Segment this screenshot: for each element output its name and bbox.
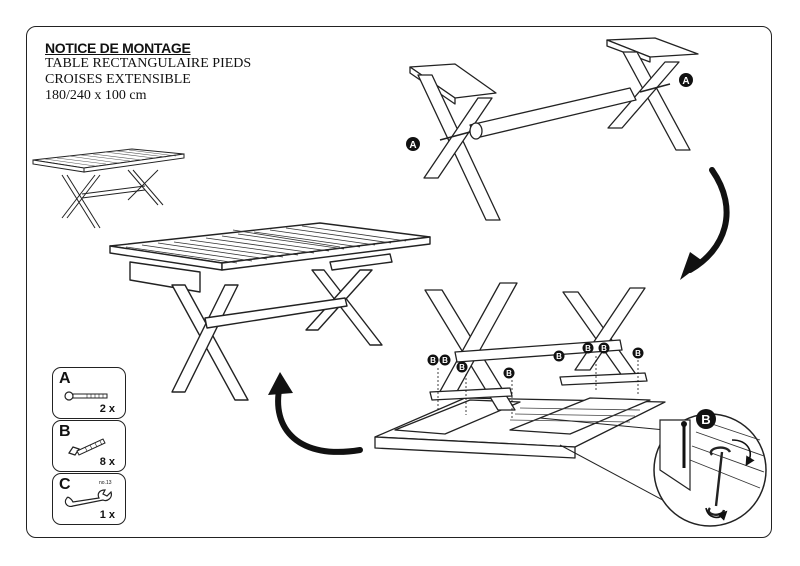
curved-arrow-up-head-icon bbox=[268, 372, 293, 395]
part-c-letter: C bbox=[59, 476, 71, 493]
svg-text:B: B bbox=[459, 363, 465, 372]
tabletop-assembly-illustration bbox=[374, 282, 666, 459]
base-frame-illustration bbox=[409, 37, 699, 221]
wrench-size-note: no.13 bbox=[99, 480, 112, 486]
part-b-box: B 8 x bbox=[52, 420, 126, 472]
part-c-box: C no.13 1 x bbox=[52, 473, 126, 525]
svg-text:B: B bbox=[635, 349, 641, 358]
label-a-left: A bbox=[406, 137, 420, 151]
part-b-quantity: 8 x bbox=[99, 456, 115, 468]
large-table-illustration bbox=[109, 222, 431, 401]
page-title: NOTICE DE MONTAGE bbox=[45, 40, 191, 56]
svg-text:A: A bbox=[682, 76, 689, 87]
rotate-arrow-icon-2 bbox=[705, 507, 728, 521]
label-b-zoom: B bbox=[696, 409, 716, 429]
svg-text:B: B bbox=[601, 344, 607, 353]
label-a-right: A bbox=[679, 73, 693, 87]
label-b-group: B B B B B B B B bbox=[427, 342, 644, 379]
svg-text:B: B bbox=[506, 369, 512, 378]
part-a-box: A 2 x bbox=[52, 367, 126, 419]
svg-text:B: B bbox=[585, 344, 591, 353]
page-frame bbox=[26, 26, 772, 538]
part-b-letter: B bbox=[59, 423, 71, 440]
screw-icon bbox=[68, 438, 106, 456]
svg-text:B: B bbox=[430, 356, 436, 365]
wrench-icon bbox=[64, 489, 112, 507]
svg-text:B: B bbox=[442, 356, 448, 365]
title-block: NOTICE DE MONTAGE TABLE RECTANGULAIRE PI… bbox=[45, 40, 251, 104]
svg-text:B: B bbox=[701, 412, 710, 427]
curved-arrow-down-icon bbox=[687, 167, 730, 273]
product-dimensions: 180/240 x 100 cm bbox=[45, 88, 147, 103]
part-a-quantity: 2 x bbox=[99, 403, 115, 415]
product-name-line-1: TABLE RECTANGULAIRE PIEDS bbox=[45, 56, 252, 71]
part-c-quantity: 1 x bbox=[99, 509, 115, 521]
part-a-letter: A bbox=[59, 370, 71, 387]
product-name-line-2: CROISES EXTENSIBLE bbox=[45, 72, 191, 87]
curved-arrow-down-head-icon bbox=[680, 252, 704, 280]
svg-text:B: B bbox=[556, 352, 562, 361]
zoom-detail-illustration bbox=[539, 413, 767, 527]
rotate-arrow-icon bbox=[731, 439, 755, 467]
curved-arrow-up-icon bbox=[275, 382, 363, 455]
small-table-illustration bbox=[32, 148, 185, 229]
svg-text:A: A bbox=[409, 140, 416, 151]
bolt-icon bbox=[64, 391, 108, 401]
